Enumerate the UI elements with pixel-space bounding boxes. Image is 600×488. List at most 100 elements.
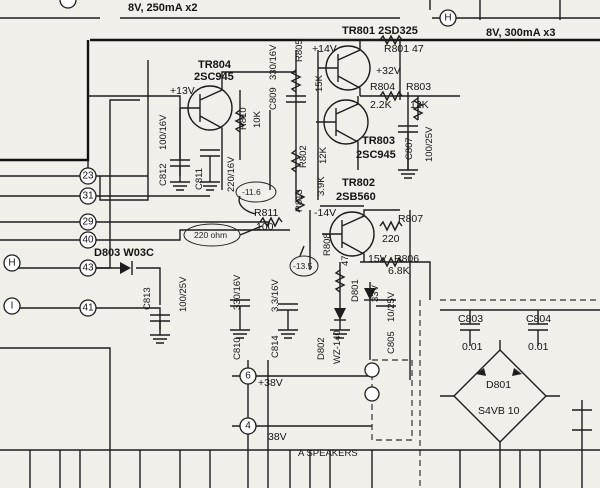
- c810-value: 330/16V: [232, 274, 243, 310]
- connector-pin-29-label: 29: [82, 217, 94, 228]
- resistor-r802-symbol: [290, 149, 302, 173]
- c803-value: 0.01: [462, 341, 483, 353]
- r811-ref: R811: [254, 207, 278, 219]
- tr804-ref: TR804: [198, 59, 232, 71]
- diode-d803-symbol: [120, 262, 131, 274]
- annotation-voltage-1: -11.6: [242, 187, 261, 197]
- flag-h-top: [439, 9, 457, 27]
- r813-ref: R813: [294, 189, 305, 212]
- c807-ref: C807: [404, 137, 415, 160]
- connector-pin-43: [79, 259, 97, 277]
- resistor-r801-symbol: [379, 34, 403, 46]
- d801-value: 33V: [370, 284, 381, 302]
- c813-ref: C813: [142, 287, 153, 310]
- r801-label: R801 47: [384, 43, 424, 55]
- connector-pin-6-label: 6: [245, 371, 251, 382]
- svg-text:H: H: [444, 13, 451, 24]
- tr802-part: 2SB560: [336, 191, 376, 203]
- r808-value: 47: [340, 255, 351, 266]
- resistor-r810-symbol: [234, 109, 246, 133]
- cap-c810-symbol: [230, 299, 250, 330]
- c812-value: 100/16V: [158, 114, 169, 150]
- supply-label-top-left: 8V, 250mA x2: [128, 2, 198, 14]
- resistor-r804-symbol: [379, 90, 403, 102]
- c807-value: 100/25V: [424, 126, 435, 162]
- tr804-part: 2SC945: [194, 71, 234, 83]
- r804-ref: R804: [370, 81, 395, 93]
- cap-c805-symbol: [376, 299, 396, 307]
- supply-minus14v: -14V: [314, 207, 336, 219]
- c814-ref: C814: [270, 335, 281, 358]
- resistor-r807-symbol: [379, 220, 403, 232]
- resistor-r811-symbol: [259, 216, 283, 228]
- r802-value: 12K: [318, 146, 329, 164]
- supply-label-top-right: 8V, 300mA x3: [486, 27, 556, 39]
- supply-plus14v: +14V: [312, 43, 337, 55]
- d802-ref: D802: [316, 337, 327, 360]
- c811-value: 220/16V: [226, 156, 237, 192]
- r808-ref: R808: [322, 233, 333, 256]
- r804-value: 2.2K: [370, 99, 392, 111]
- c809-ref: C809: [268, 87, 279, 110]
- cap-c807-symbol: [398, 125, 418, 170]
- r806-ref: R806: [394, 253, 419, 265]
- c809-value: 330/16V: [268, 44, 279, 80]
- connector-pin-41-label: 41: [82, 303, 94, 314]
- connector-pin-4: [239, 417, 257, 435]
- r805-ref: R805: [294, 39, 305, 62]
- d802-part: WZ-140: [332, 330, 343, 364]
- r810-value: 10K: [252, 110, 263, 128]
- connector-pin-29: [79, 213, 97, 231]
- resistor-r805-symbol: [290, 69, 302, 93]
- tr803-part: 2SC945: [356, 149, 396, 161]
- r810-ref: R810: [238, 107, 249, 130]
- r813-value: 3.9K: [316, 176, 327, 196]
- bridge-part: S4VB 10: [478, 405, 520, 417]
- c813-value: 100/25V: [178, 276, 189, 312]
- cap-c812-symbol: [170, 159, 190, 182]
- cap-c813-symbol: [150, 314, 170, 335]
- flag-h-left: [3, 254, 21, 272]
- r803-ref: R803: [406, 81, 431, 93]
- diode-d801-symbol: [364, 288, 376, 300]
- c812-ref: C812: [158, 163, 169, 186]
- connector-pin-31-label: 31: [82, 191, 94, 202]
- cap-c814-symbol: [278, 303, 298, 330]
- r802-ref: R802: [298, 145, 309, 168]
- cap-c804-symbol: [528, 310, 548, 346]
- c810-ref: C810: [232, 337, 243, 360]
- annotation-circle-3: [289, 255, 319, 277]
- connector-pin-40-label: 40: [82, 235, 94, 246]
- resistor-r803-symbol: [412, 97, 424, 121]
- annotation-circle-1: [235, 181, 277, 203]
- annotation-resistance: 220 ohm: [194, 230, 227, 240]
- r807-ref: R807: [398, 213, 423, 225]
- bridge-ref: D801: [486, 379, 511, 391]
- supply-15v: 15V: [368, 253, 387, 265]
- r806-value: 6.8K: [388, 265, 410, 277]
- connector-pin-43-label: 43: [82, 263, 94, 274]
- r811-value: 100: [256, 221, 274, 233]
- r807-value: 220: [382, 233, 400, 245]
- supply-plus32v: +32V: [376, 65, 401, 77]
- tr802-ref: TR802: [342, 177, 375, 189]
- resistor-r808-symbol: [334, 269, 346, 293]
- connector-pin-41: [79, 299, 97, 317]
- supply-plus13v: +13V: [170, 85, 195, 97]
- r805-value: 15K: [314, 74, 325, 92]
- frame-left: [0, 40, 90, 162]
- c814-value: 3.3/16V: [270, 279, 281, 312]
- resistor-r813-symbol: [294, 189, 306, 213]
- cap-c811-symbol: [200, 149, 220, 182]
- cap-c809-symbol: [286, 95, 306, 103]
- annotation-voltage-2: -13.5: [293, 261, 313, 271]
- resistor-r806-symbol: [379, 256, 403, 268]
- supply-plus38v: +38V: [258, 377, 283, 389]
- c804-ref: C804: [526, 313, 551, 325]
- connector-pin-31: [79, 187, 97, 205]
- bridge-rectifier-symbol: [453, 349, 547, 443]
- connector-pin-23-label: 23: [82, 171, 94, 182]
- connector-pin-23: [79, 167, 97, 185]
